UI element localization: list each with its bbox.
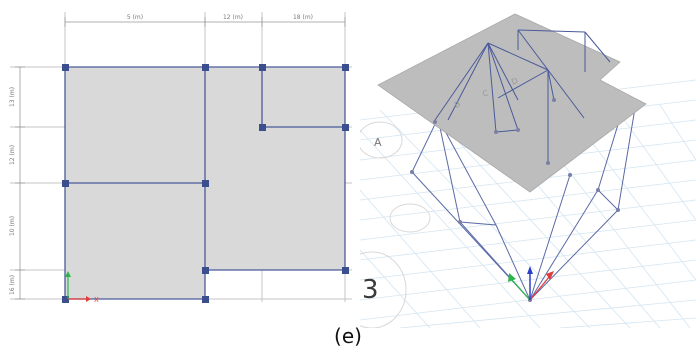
axis-x-label: X (94, 296, 99, 304)
column-node (202, 64, 209, 71)
columns (62, 64, 349, 303)
three-d-view-canvas: 3 A (360, 13, 696, 328)
column-node (62, 296, 69, 303)
column-node (342, 267, 349, 274)
joint-nodes (410, 98, 620, 302)
column-node (62, 64, 69, 71)
plan-view-canvas: 5 (m) 12 (m) 18 (m) 13 (m) 12 (m) 10 (m)… (9, 12, 352, 304)
dim-left-4: 16 (m) (9, 275, 16, 295)
plan-view: 5 (m) 12 (m) 18 (m) 13 (m) 12 (m) 10 (m)… (0, 0, 360, 312)
members-upper (434, 29, 611, 163)
dim-left-2: 12 (m) (9, 145, 16, 165)
grid-label-c: C (481, 88, 490, 99)
floor-glyph-3: 3 (362, 275, 379, 305)
column-node (202, 180, 209, 187)
roof-slab (378, 14, 646, 192)
dim-left-3: 10 (m) (9, 216, 16, 236)
column-node (202, 267, 209, 274)
column-node (259, 124, 266, 131)
dim-top-3: 18 (m) (293, 14, 313, 21)
axis-indicator: X (65, 271, 99, 304)
grid-label-a: A (374, 136, 382, 149)
braces-lower (411, 107, 636, 301)
dim-top-2: 12 (m) (223, 14, 243, 21)
roof-slab-outline (377, 13, 647, 193)
floor-markers (360, 121, 431, 328)
column-node (342, 64, 349, 71)
column-node (62, 180, 69, 187)
dimension-lines (15, 17, 346, 300)
grid-label-b: B (453, 99, 462, 109)
dim-left-1: 13 (m) (9, 87, 16, 107)
figure-caption: (e) (334, 324, 362, 348)
column-node (259, 64, 266, 71)
three-d-view: 3 A (360, 0, 696, 328)
column-node (342, 124, 349, 131)
dim-top-1: 5 (m) (127, 14, 143, 21)
column-node (202, 296, 209, 303)
grid-label-d: D (510, 76, 519, 87)
axis-triad (508, 266, 554, 301)
